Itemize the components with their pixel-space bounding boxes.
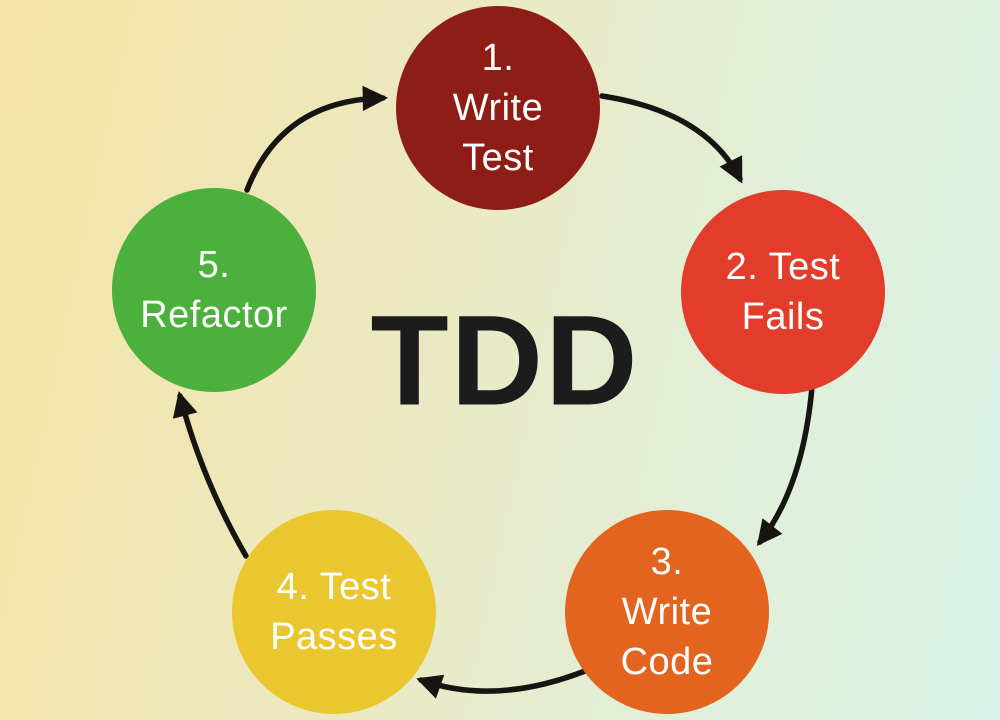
step-line: 1.	[481, 37, 515, 79]
step-line: 5.	[197, 244, 231, 286]
step-line: 2. Test	[725, 246, 841, 288]
step-label-write-test: 1. Write Test	[453, 33, 543, 183]
step-label-refactor: 5. Refactor	[140, 240, 288, 340]
arrow-test-fails-to-write-code-icon	[756, 384, 815, 546]
arrow-refactor-to-write-test-icon	[244, 85, 389, 193]
step-label-test-passes: 4. Test Passes	[270, 562, 398, 662]
arrow-write-code-to-test-passes-icon	[416, 668, 588, 699]
step-line: Test	[462, 137, 534, 179]
step-line: 3.	[650, 541, 684, 583]
diagram-title: TDD	[370, 289, 640, 433]
step-circle-test-passes: 4. Test Passes	[232, 510, 436, 714]
step-line: Write	[452, 87, 544, 129]
step-line: 4. Test	[276, 566, 392, 608]
step-circle-test-fails: 2. Test Fails	[681, 190, 885, 394]
arrow-test-passes-to-refactor-icon	[172, 391, 249, 559]
step-circle-write-test: 1. Write Test	[396, 6, 600, 210]
step-line: Passes	[270, 616, 398, 658]
step-circle-refactor: 5. Refactor	[112, 188, 316, 392]
step-label-test-fails: 2. Test Fails	[726, 242, 841, 342]
step-line: Fails	[741, 296, 825, 338]
step-line: Refactor	[140, 294, 288, 336]
step-label-write-code: 3. Write Code	[621, 537, 714, 687]
step-line: Write	[621, 591, 713, 633]
arrow-write-test-to-test-fails-icon	[599, 93, 743, 184]
step-line: Code	[620, 641, 714, 683]
step-circle-write-code: 3. Write Code	[565, 510, 769, 714]
